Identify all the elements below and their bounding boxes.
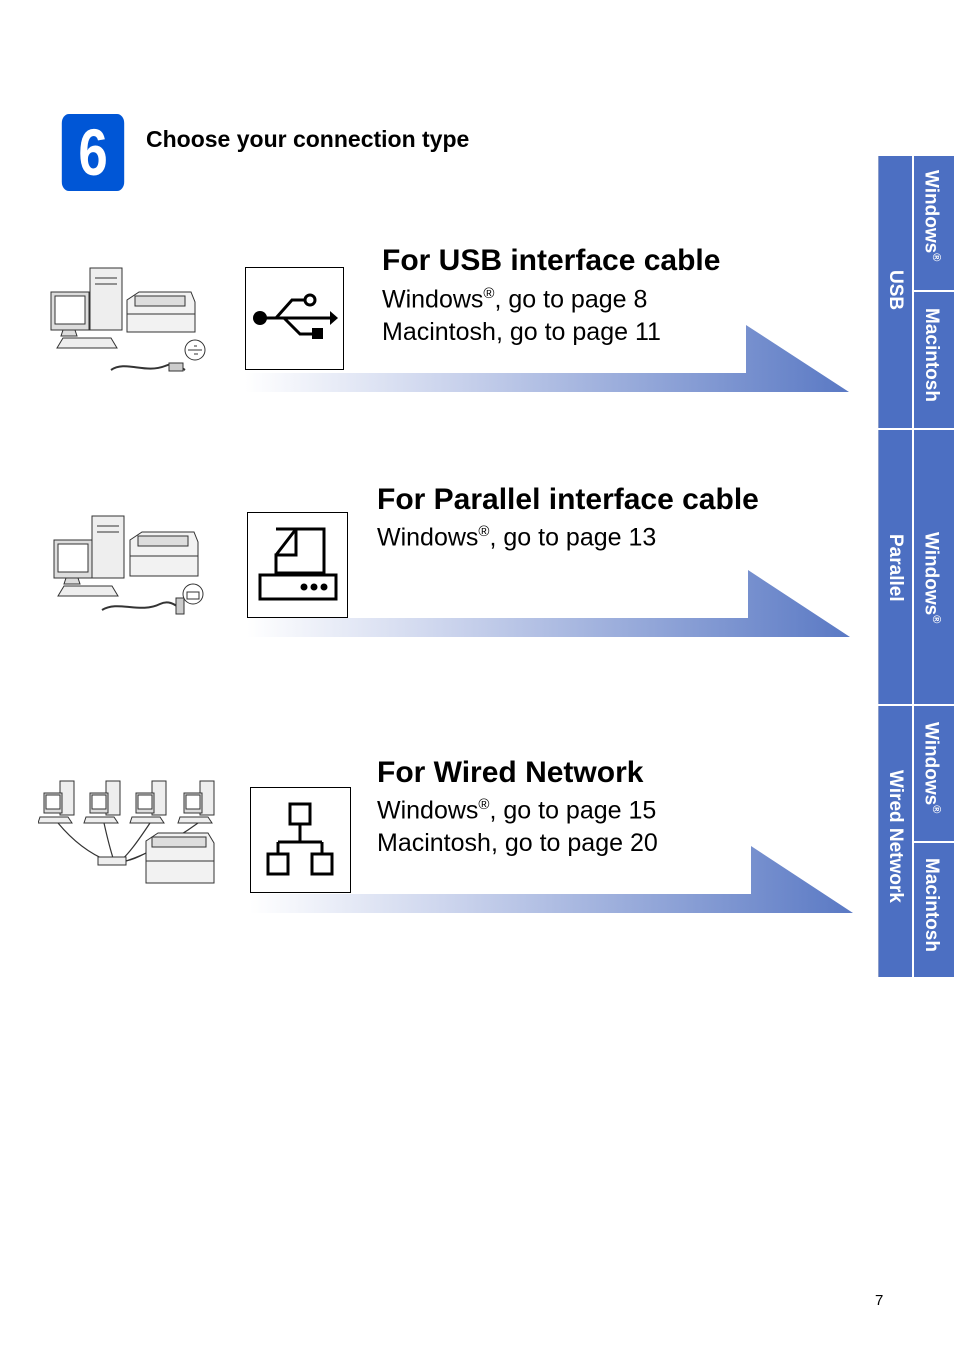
- usb-windows-line: Windows®, go to page 8: [382, 285, 648, 314]
- network-windows-line: Windows®, go to page 15: [377, 796, 657, 825]
- side-tab-network-label: Wired Network: [885, 770, 906, 903]
- computer-printer-usb-illustration: [50, 267, 206, 372]
- network-icon: [250, 787, 351, 893]
- side-tab-usb-windows: [914, 156, 954, 290]
- side-tab-network-windows: [914, 706, 954, 841]
- side-tab-network-macintosh: [914, 843, 954, 977]
- usb-section-title: For USB interface cable: [382, 244, 721, 277]
- side-tab-parallel-label: Parallel: [885, 534, 906, 602]
- parallel-windows-line: Windows®, go to page 13: [377, 523, 657, 552]
- usb-icon: [245, 267, 344, 370]
- side-tab-parallel-windows-label: Windows®: [920, 532, 942, 624]
- side-tab-usb-macintosh: [914, 292, 954, 428]
- usb-macintosh-line: Macintosh, go to page 11: [382, 318, 661, 346]
- side-tab-network-windows-label: Windows®: [920, 722, 942, 814]
- side-tab-parallel: [878, 430, 912, 704]
- side-tab-network-macintosh-label: Macintosh: [921, 858, 942, 952]
- side-tab-usb-macintosh-label: Macintosh: [921, 308, 942, 402]
- side-tab-wired-network: [878, 706, 912, 977]
- parallel-section-title: For Parallel interface cable: [377, 483, 759, 516]
- network-arrow-band: [250, 846, 853, 913]
- network-computers-printer-illustration: [38, 780, 215, 884]
- side-tab-usb-windows-label: Windows®: [920, 170, 942, 262]
- computer-printer-parallel-illustration: [53, 515, 204, 615]
- step-title: Choose your connection type: [146, 126, 470, 152]
- usb-arrow-band: [245, 325, 849, 392]
- network-section-title: For Wired Network: [377, 756, 644, 789]
- step-number-badge: 6: [61, 114, 125, 191]
- side-tabs: USB Windows® Macintosh Parallel Windows®…: [878, 156, 954, 977]
- parallel-arrow-band: [247, 570, 850, 637]
- page-number: 7: [875, 1292, 884, 1309]
- side-tab-parallel-windows: [914, 430, 954, 704]
- network-macintosh-line: Macintosh, go to page 20: [377, 829, 658, 857]
- side-tab-usb-label: USB: [885, 270, 906, 311]
- side-tab-usb: [878, 156, 912, 428]
- parallel-port-icon: [247, 512, 348, 618]
